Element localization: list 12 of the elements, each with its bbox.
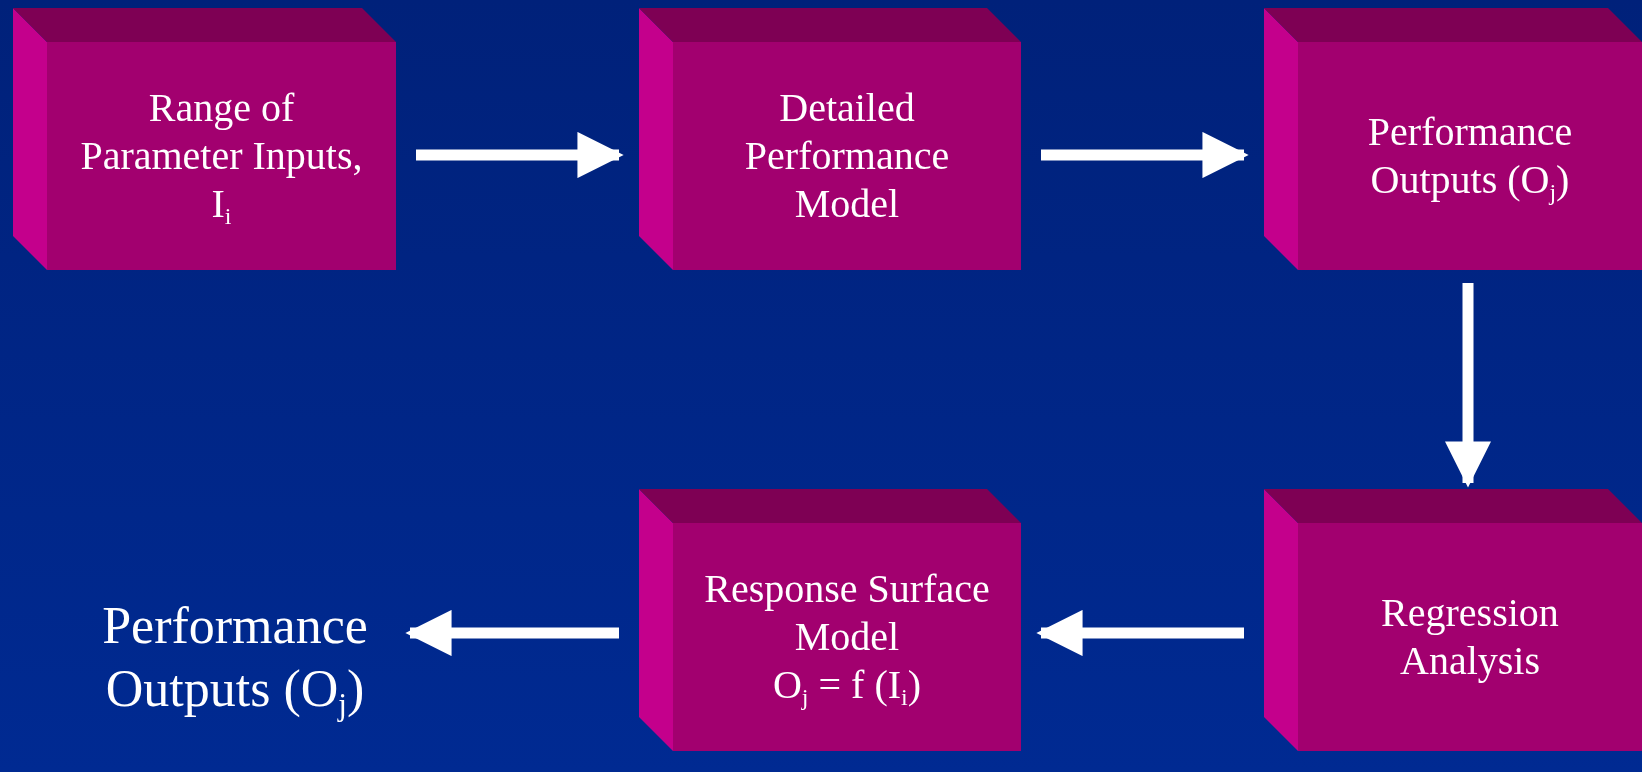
block-label: Performance Outputs (O$_{j}$) xyxy=(1366,108,1574,204)
output-label: Performance Outputs (O$_{j}$) xyxy=(101,596,369,720)
arrow xyxy=(1444,283,1492,488)
block-label: Detailed Performance Model xyxy=(743,84,951,228)
arrow xyxy=(405,609,619,657)
arrow xyxy=(416,131,624,179)
arrow xyxy=(1036,609,1244,657)
arrow xyxy=(1041,131,1249,179)
block-label: Regression Analysis xyxy=(1380,589,1560,685)
block-label: Response Surface Model xyxy=(703,565,991,661)
block-label: Range of Parameter Inputs, I$_{i}$ xyxy=(79,84,364,228)
block-label: O$_{j}$ = f (I$_{i}$) xyxy=(772,661,922,709)
